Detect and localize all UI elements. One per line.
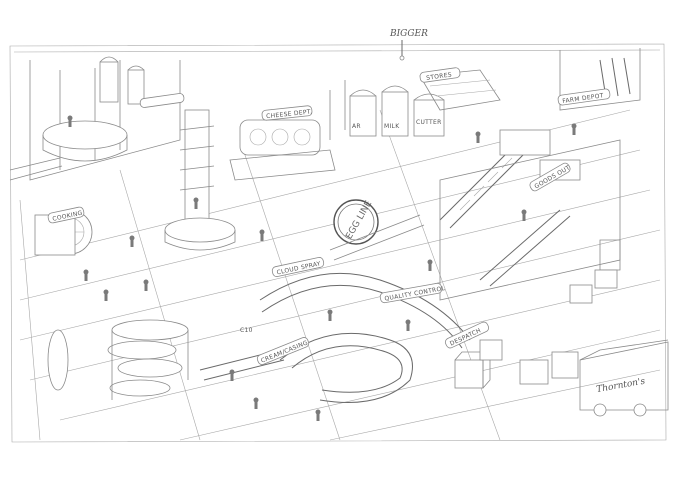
floor-grid [19,109,661,441]
frame [9,43,667,443]
spiral-chutes [47,319,189,400]
workers [67,115,577,421]
label-stores: STORES [426,71,452,82]
label-c10: C10 [240,327,253,334]
label-ar: AR [352,123,361,130]
sign-plaques [47,67,611,365]
label-cutter: CUTTER [416,119,442,126]
delivery-truck [579,339,669,417]
egg-line-sign [333,199,379,245]
annotation-arrow [399,40,405,61]
cheese-dept-machine [229,119,336,181]
label-cheese-dept: CHEESE DEPT. [266,108,313,120]
despatch-area [454,339,579,389]
central-tower [164,109,236,251]
annotation-bigger: BIGGER [389,29,428,39]
label-milk: MILK [384,123,400,130]
back-buildings [29,48,641,181]
